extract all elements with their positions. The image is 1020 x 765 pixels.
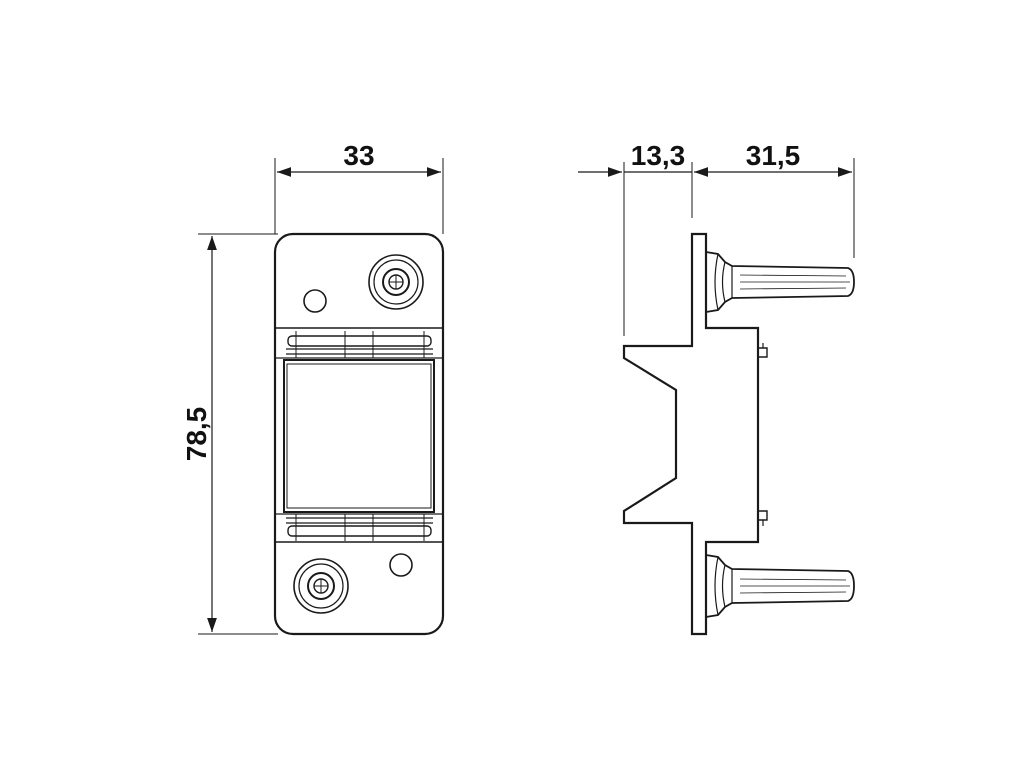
side-depth-1-label: 13,3 bbox=[631, 140, 686, 171]
lower-pin bbox=[705, 554, 855, 618]
center-opening bbox=[283, 359, 435, 513]
front-width-label: 33 bbox=[343, 140, 374, 171]
upper-screw bbox=[368, 254, 424, 310]
side-profile bbox=[622, 232, 760, 636]
upper-pin bbox=[705, 251, 855, 313]
lower-screw bbox=[293, 558, 349, 614]
upper-latch bbox=[275, 327, 443, 359]
front-body-outline bbox=[273, 232, 445, 636]
front-view bbox=[273, 232, 445, 636]
dimension-side-depths: 13,3 31,5 bbox=[578, 140, 855, 336]
lower-latch bbox=[275, 513, 443, 543]
upper-hole bbox=[303, 289, 327, 313]
side-view bbox=[622, 232, 855, 636]
side-depth-2-label: 31,5 bbox=[746, 140, 801, 171]
dimension-front-width: 33 bbox=[274, 140, 444, 234]
lower-hole bbox=[389, 553, 413, 577]
front-height-label: 78,5 bbox=[181, 407, 212, 462]
rear-pins bbox=[758, 343, 768, 526]
dimension-front-height: 78,5 bbox=[181, 233, 278, 635]
